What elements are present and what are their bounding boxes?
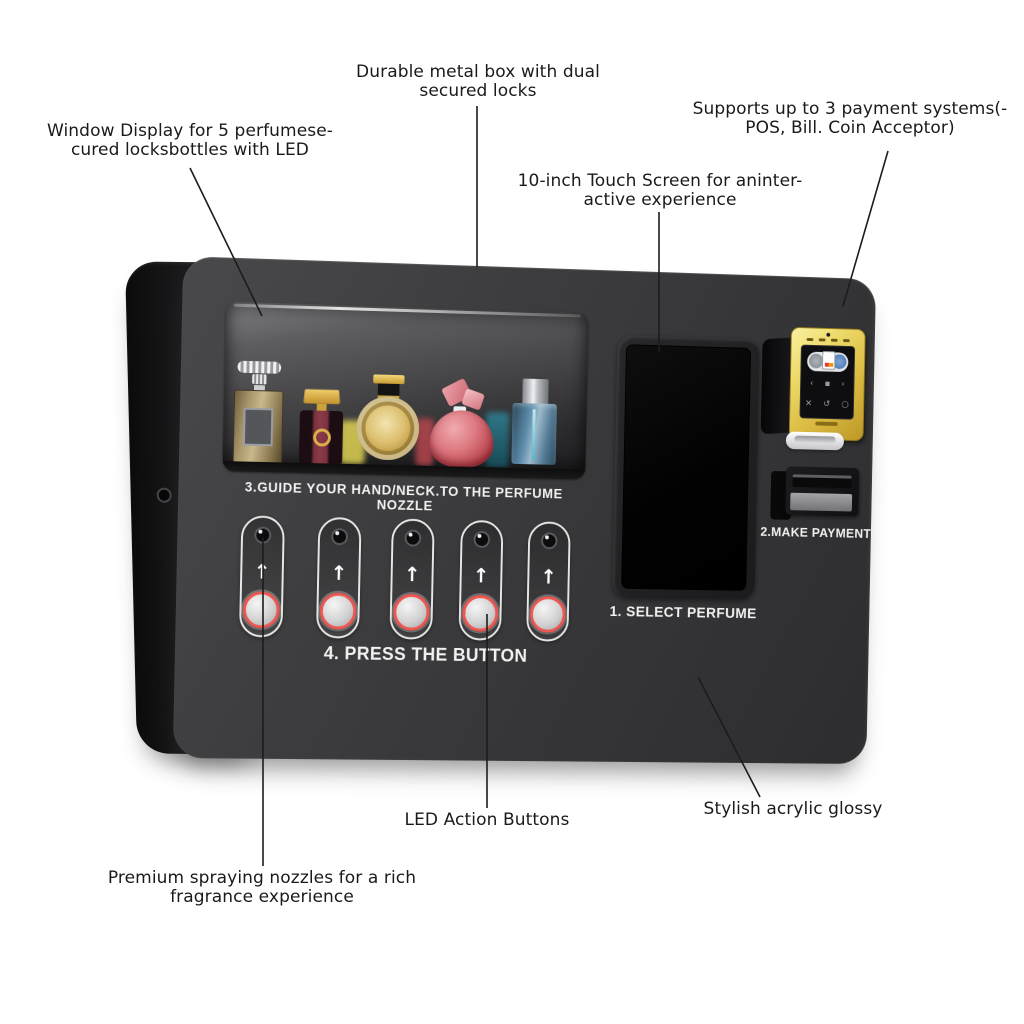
bottle-body [355,395,420,461]
terminal-nav-row1[interactable]: ‹ ▪ › [809,378,845,390]
step3-nozzle-guide-label: 3.GUIDE YOUR HAND/NECK.TO THE PERFUME NO… [244,479,563,514]
atomizer-stem [251,374,267,385]
annotation-spray-nozzles: Premium spraying nozzles for a rich frag… [80,868,444,908]
annotation-line: secured locks [419,81,537,102]
press-button-4[interactable] [462,594,499,632]
touch-screen-bezel [612,335,760,600]
up-arrow-icon: ↑ [330,560,348,585]
terminal-vents [792,337,865,343]
bottle-body [232,389,284,465]
press-button-1[interactable] [242,591,280,629]
annotation-line: LED Action Buttons [404,810,570,830]
bottle-ring-charm [312,428,332,447]
bottle-cap [303,389,341,405]
led-action-button-5[interactable]: ↑ [526,521,571,642]
annotation-acrylic-glossy: Stylish acrylic glossy [686,799,900,819]
annotation-line: Window Display for 5 perfumese- [46,121,334,141]
annotation-line: active experience [583,190,737,211]
annotation-line: Stylish acrylic glossy [703,799,883,819]
annotation-line: Premium spraying nozzles for a rich [107,868,417,888]
press-button-2[interactable] [319,592,357,630]
touch-screen[interactable] [621,344,752,591]
bill-acceptor-body [785,466,860,517]
camera-dot-icon [826,332,831,337]
atomizer-bulb [237,360,282,374]
spray-nozzle-icon [473,530,491,549]
annotation-line: 10-inch Touch Screen for aninter- [517,171,803,191]
spray-nozzle-icon [540,532,558,550]
led-action-button-4[interactable]: ↑ [458,519,504,641]
perfume-bottle-1 [232,360,285,465]
step2-make-payment-label: 2.MAKE PAYMENT [760,524,872,541]
annotation-line: POS, Bill. Coin Acceptor) [745,118,955,139]
bottle-body [298,410,344,465]
lock-keyhole-icon [156,487,172,503]
up-arrow-icon: ↑ [472,563,490,588]
up-arrow-icon: ↑ [540,564,557,589]
vending-machine-front-panel: 3.GUIDE YOUR HAND/NECK.TO THE PERFUME NO… [172,256,877,765]
step1-select-perfume-label: 1. SELECT PERFUME [609,604,757,623]
bottle-body [428,409,495,469]
annotation-line: cured locksbottles with LED [70,140,309,161]
terminal-nav-row2[interactable]: ✕ ↺ ○ [804,398,849,410]
press-button-3[interactable] [392,593,430,631]
perfume-bottle-5 [510,378,558,470]
bill-acceptor-plate [790,492,853,512]
bottle-label [242,407,274,447]
bottle-body [511,402,557,465]
card-reader-body[interactable]: ‹ ▪ › ✕ ↺ ○ [788,326,866,442]
terminal-screen: ‹ ▪ › ✕ ↺ ○ [799,344,856,420]
step4-press-button-label: 4. PRESS THE BUTTON [323,643,528,666]
perfume-bottle-3 [355,374,421,467]
bottle-cap [521,378,549,405]
perfume-display-window [222,301,589,480]
bill-acceptor[interactable] [770,466,865,524]
led-action-button-3[interactable]: ↑ [389,518,435,640]
annotation-line: fragrance experience [170,887,354,908]
annotation-led-buttons: LED Action Buttons [387,810,587,830]
annotation-line: Supports up to 3 payment systems(- [692,99,1008,119]
payment-terminal[interactable]: ‹ ▪ › ✕ ↺ ○ [760,326,871,457]
payment-cards-icon [806,351,849,373]
annotation-durable-box: Durable metal box with dual secured lock… [330,62,626,102]
up-arrow-icon: ↑ [403,562,421,587]
up-arrow-icon: ↑ [253,559,271,584]
card-insert-slot[interactable] [785,431,845,451]
annotation-payment-systems: Supports up to 3 payment systems(- POS, … [676,99,1024,139]
spray-nozzle-icon [254,526,272,544]
perfume-bottle-4 [425,377,502,469]
perfume-bottle-2 [298,388,345,465]
press-button-5[interactable] [529,595,566,633]
annotation-touch-screen: 10-inch Touch Screen for aninter- active… [492,171,828,211]
annotation-window-display: Window Display for 5 perfumese- cured lo… [18,121,362,161]
led-action-button-2[interactable]: ↑ [315,516,362,639]
led-action-button-1[interactable]: ↑ [238,515,285,638]
annotation-line: Durable metal box with dual [356,62,600,82]
mastercard-icon [821,351,836,370]
spray-tube [531,409,536,461]
bill-slot[interactable] [792,474,852,489]
spray-nozzle-icon [404,529,422,547]
spray-nozzle-icon [331,528,349,546]
terminal-brand-mark [815,421,838,427]
